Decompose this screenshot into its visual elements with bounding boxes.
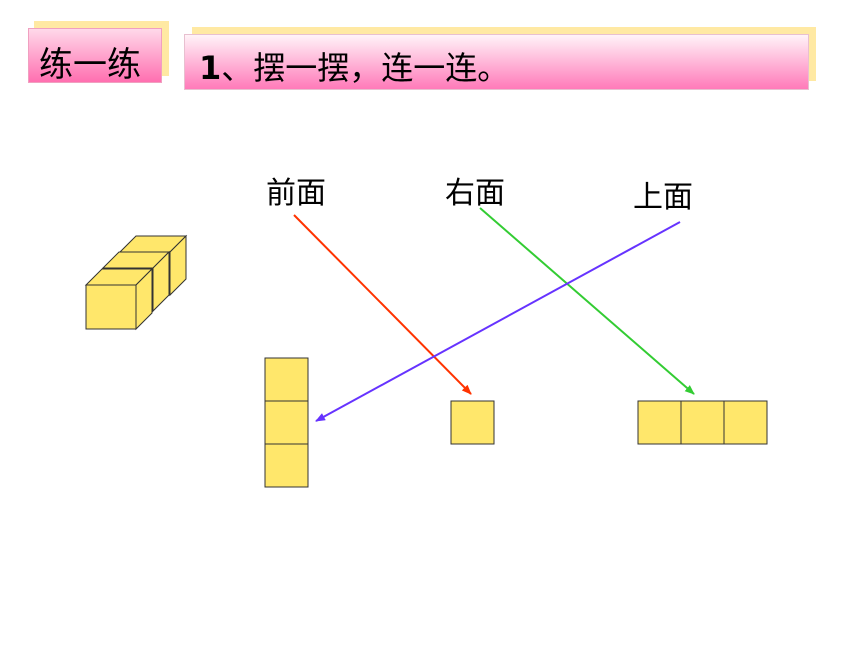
view-vertical-three	[264, 357, 309, 488]
view-horizontal-square-3	[723, 400, 768, 445]
practice-tag-label: 练一练	[39, 45, 141, 85]
cube-front-front	[85, 284, 137, 330]
label-front-view: 前面	[266, 176, 326, 211]
arrow-top-to-vertical	[315, 221, 681, 422]
arrow-front-to-single	[293, 214, 472, 395]
cube-stack-3d	[84, 234, 188, 331]
view-horizontal-three	[637, 400, 768, 445]
view-vertical-square-3	[264, 443, 309, 488]
exercise-title-text: 1、摆一摆，连一连。	[199, 43, 509, 89]
exercise-instruction: 、摆一摆，连一连。	[221, 49, 510, 87]
view-horizontal-square-2	[680, 400, 725, 445]
view-vertical-square-1	[264, 357, 309, 402]
arrow-right-to-horizontal	[479, 207, 695, 395]
label-right-view: 右面	[445, 176, 505, 211]
view-horizontal-square-1	[637, 400, 682, 445]
practice-tag: 练一练	[28, 28, 162, 85]
view-vertical-square-2	[264, 400, 309, 445]
exercise-title: 1、摆一摆，连一连。	[184, 34, 809, 90]
label-top-view: 上面	[633, 180, 693, 215]
exercise-number: 1	[199, 49, 222, 87]
view-single-square	[450, 400, 495, 445]
